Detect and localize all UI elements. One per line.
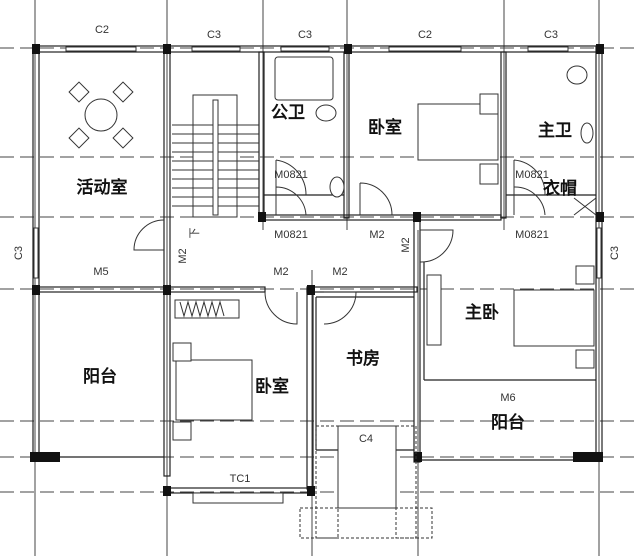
bathtub [274, 56, 334, 101]
room-master-bedroom: 主卧 [465, 302, 499, 323]
room-study: 书房 [346, 348, 380, 369]
door-label: M5 [93, 266, 108, 278]
room-master-bath: 主卫 [538, 120, 572, 141]
roof-tiles [299, 425, 433, 539]
door-label: M2 [273, 266, 288, 278]
room-balcony-right: 阳台 [491, 412, 525, 433]
window-label: C2 [418, 29, 432, 41]
window-label: C3 [298, 29, 312, 41]
desk [426, 274, 442, 346]
dining-table [84, 98, 118, 132]
window-label: TC1 [230, 473, 251, 485]
staircase[interactable] [172, 94, 259, 218]
room-balcony-left: 阳台 [83, 366, 117, 387]
room-public-bath: 公卫 [271, 103, 305, 123]
door-label: M0821 [515, 169, 549, 181]
door-label: M2 [369, 229, 384, 241]
door-label: M6 [500, 392, 515, 404]
doors[interactable] [133, 159, 546, 325]
window-label: C4 [359, 433, 373, 445]
room-bedroom-bottom: 卧室 [255, 376, 289, 397]
columns [30, 44, 604, 496]
door-label: M2 [332, 266, 347, 278]
window-label: C3 [13, 246, 25, 260]
furniture [68, 56, 597, 441]
window-label: C2 [95, 24, 109, 36]
room-activity: 活动室 [77, 177, 128, 198]
room-bedroom-top: 卧室 [368, 117, 402, 138]
room-closet: 衣帽 [543, 178, 577, 199]
stair-down-label: 下 [189, 228, 201, 239]
door-label: M0821 [274, 229, 308, 241]
door-label: M2 [400, 237, 412, 252]
door-label: M0821 [274, 169, 308, 181]
windows [33, 46, 602, 509]
door-label: M2 [177, 248, 189, 263]
window-label: C3 [609, 246, 621, 260]
window-label: C3 [207, 29, 221, 41]
window-label: C3 [544, 29, 558, 41]
bed [175, 359, 253, 421]
door-label: M0821 [515, 229, 549, 241]
bed [513, 289, 595, 347]
